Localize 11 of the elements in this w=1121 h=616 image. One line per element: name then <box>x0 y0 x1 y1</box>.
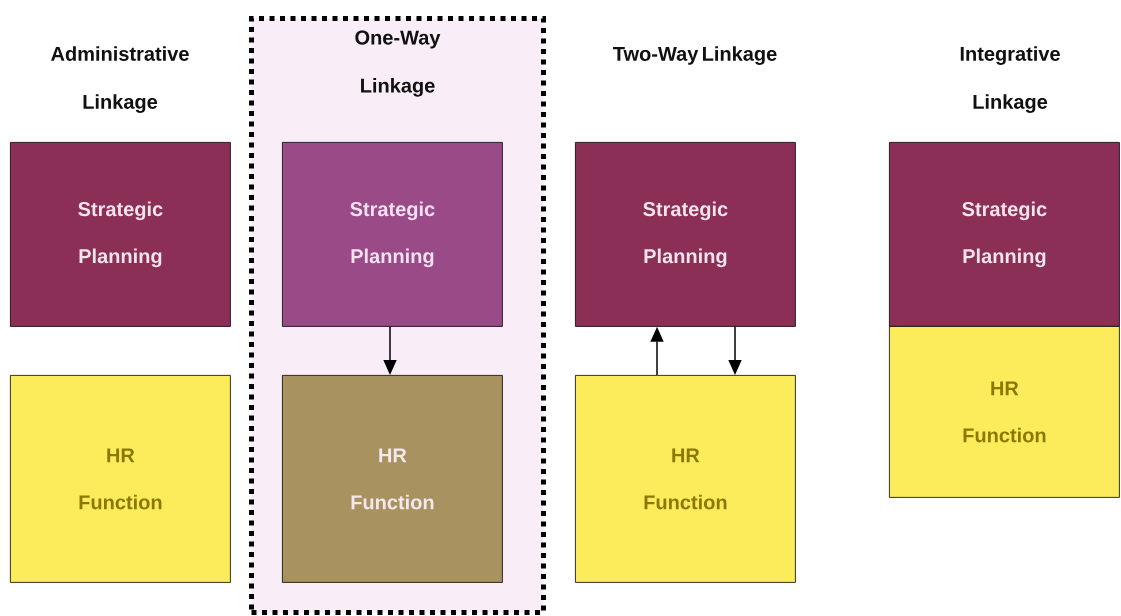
column-heading: Integrative Linkage <box>960 46 1060 113</box>
process-box: Strategic Planning <box>575 142 796 327</box>
process-box: HR Function <box>575 375 796 583</box>
process-box: Strategic Planning <box>889 142 1120 327</box>
column-heading: Two-Way Linkage <box>613 46 777 65</box>
process-box: HR Function <box>282 375 503 583</box>
column-heading: Administrative Linkage <box>51 46 189 113</box>
process-box: HR Function <box>10 375 231 583</box>
process-box: Strategic Planning <box>282 142 503 327</box>
process-box: HR Function <box>889 326 1120 498</box>
process-box: Strategic Planning <box>10 142 231 327</box>
